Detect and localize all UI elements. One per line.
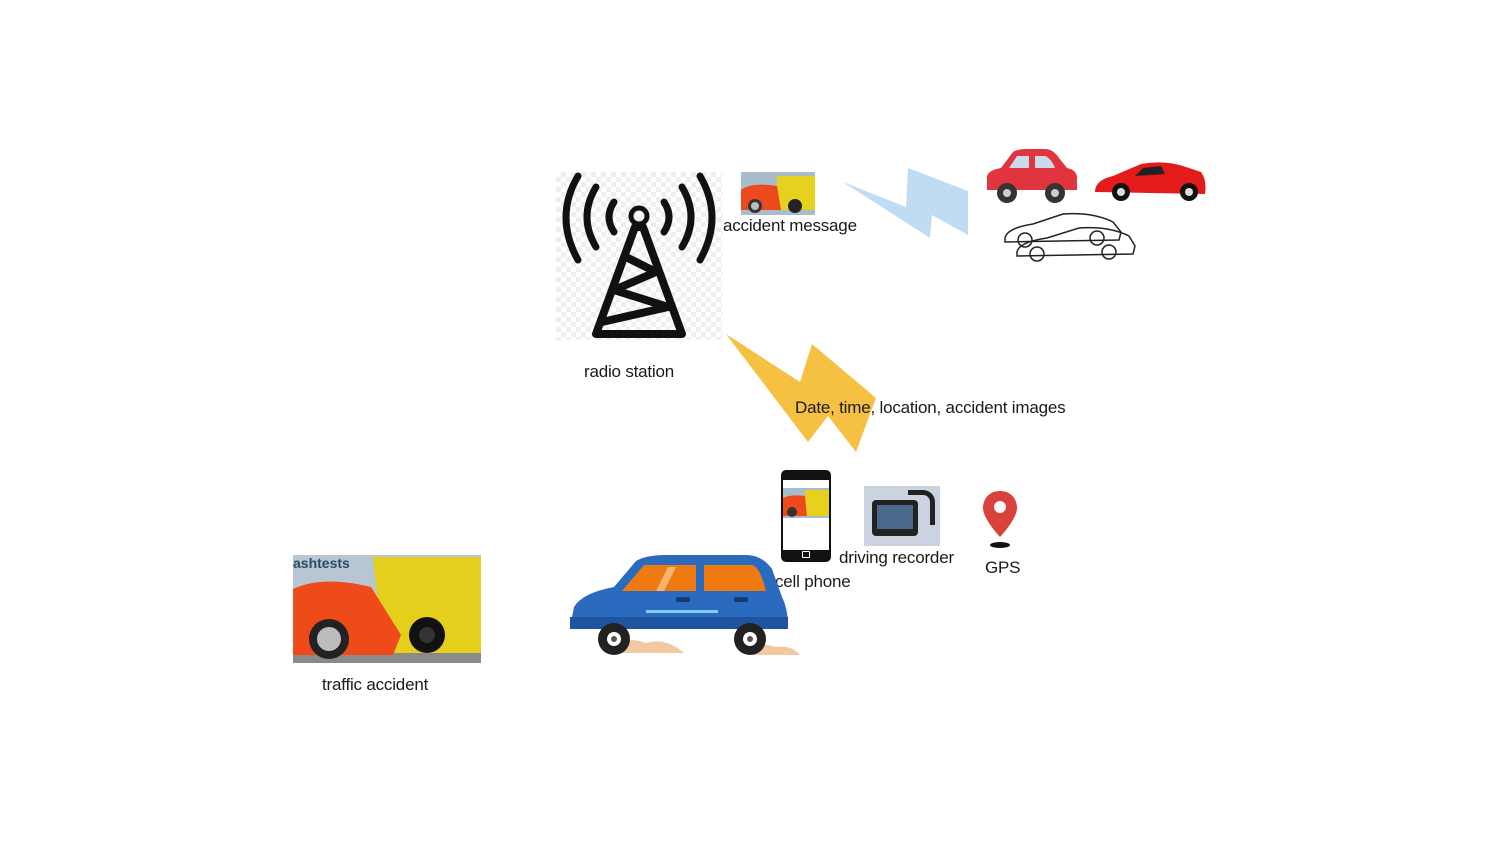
accident-message-thumbnail — [741, 172, 815, 215]
driving-recorder-icon — [864, 486, 940, 546]
sketch-cars-icon — [1004, 212, 1136, 262]
red-car-icon — [987, 149, 1077, 203]
cell-phone-label: cell phone — [775, 572, 851, 591]
red-sports-car-icon — [1095, 162, 1206, 201]
cell-phone-icon — [781, 470, 831, 562]
driving-recorder-label: driving recorder — [839, 548, 954, 567]
gps-pin-icon — [983, 491, 1017, 548]
photo-watermark: ashtests — [293, 555, 350, 571]
radio-tower-icon — [556, 172, 722, 340]
data-sent-label: Date, time, location, accident images — [795, 398, 1066, 417]
gps-label: GPS — [985, 558, 1021, 577]
traffic-accident-photo: ashtests — [293, 555, 481, 663]
blue-car-icon — [570, 555, 800, 655]
traffic-accident-label: traffic accident — [322, 675, 429, 694]
broadcast-lightning-icon — [843, 168, 968, 238]
accident-message-label: accident message — [723, 216, 857, 235]
radio-station-label: radio station — [584, 362, 675, 381]
upload-lightning-icon — [726, 334, 876, 452]
